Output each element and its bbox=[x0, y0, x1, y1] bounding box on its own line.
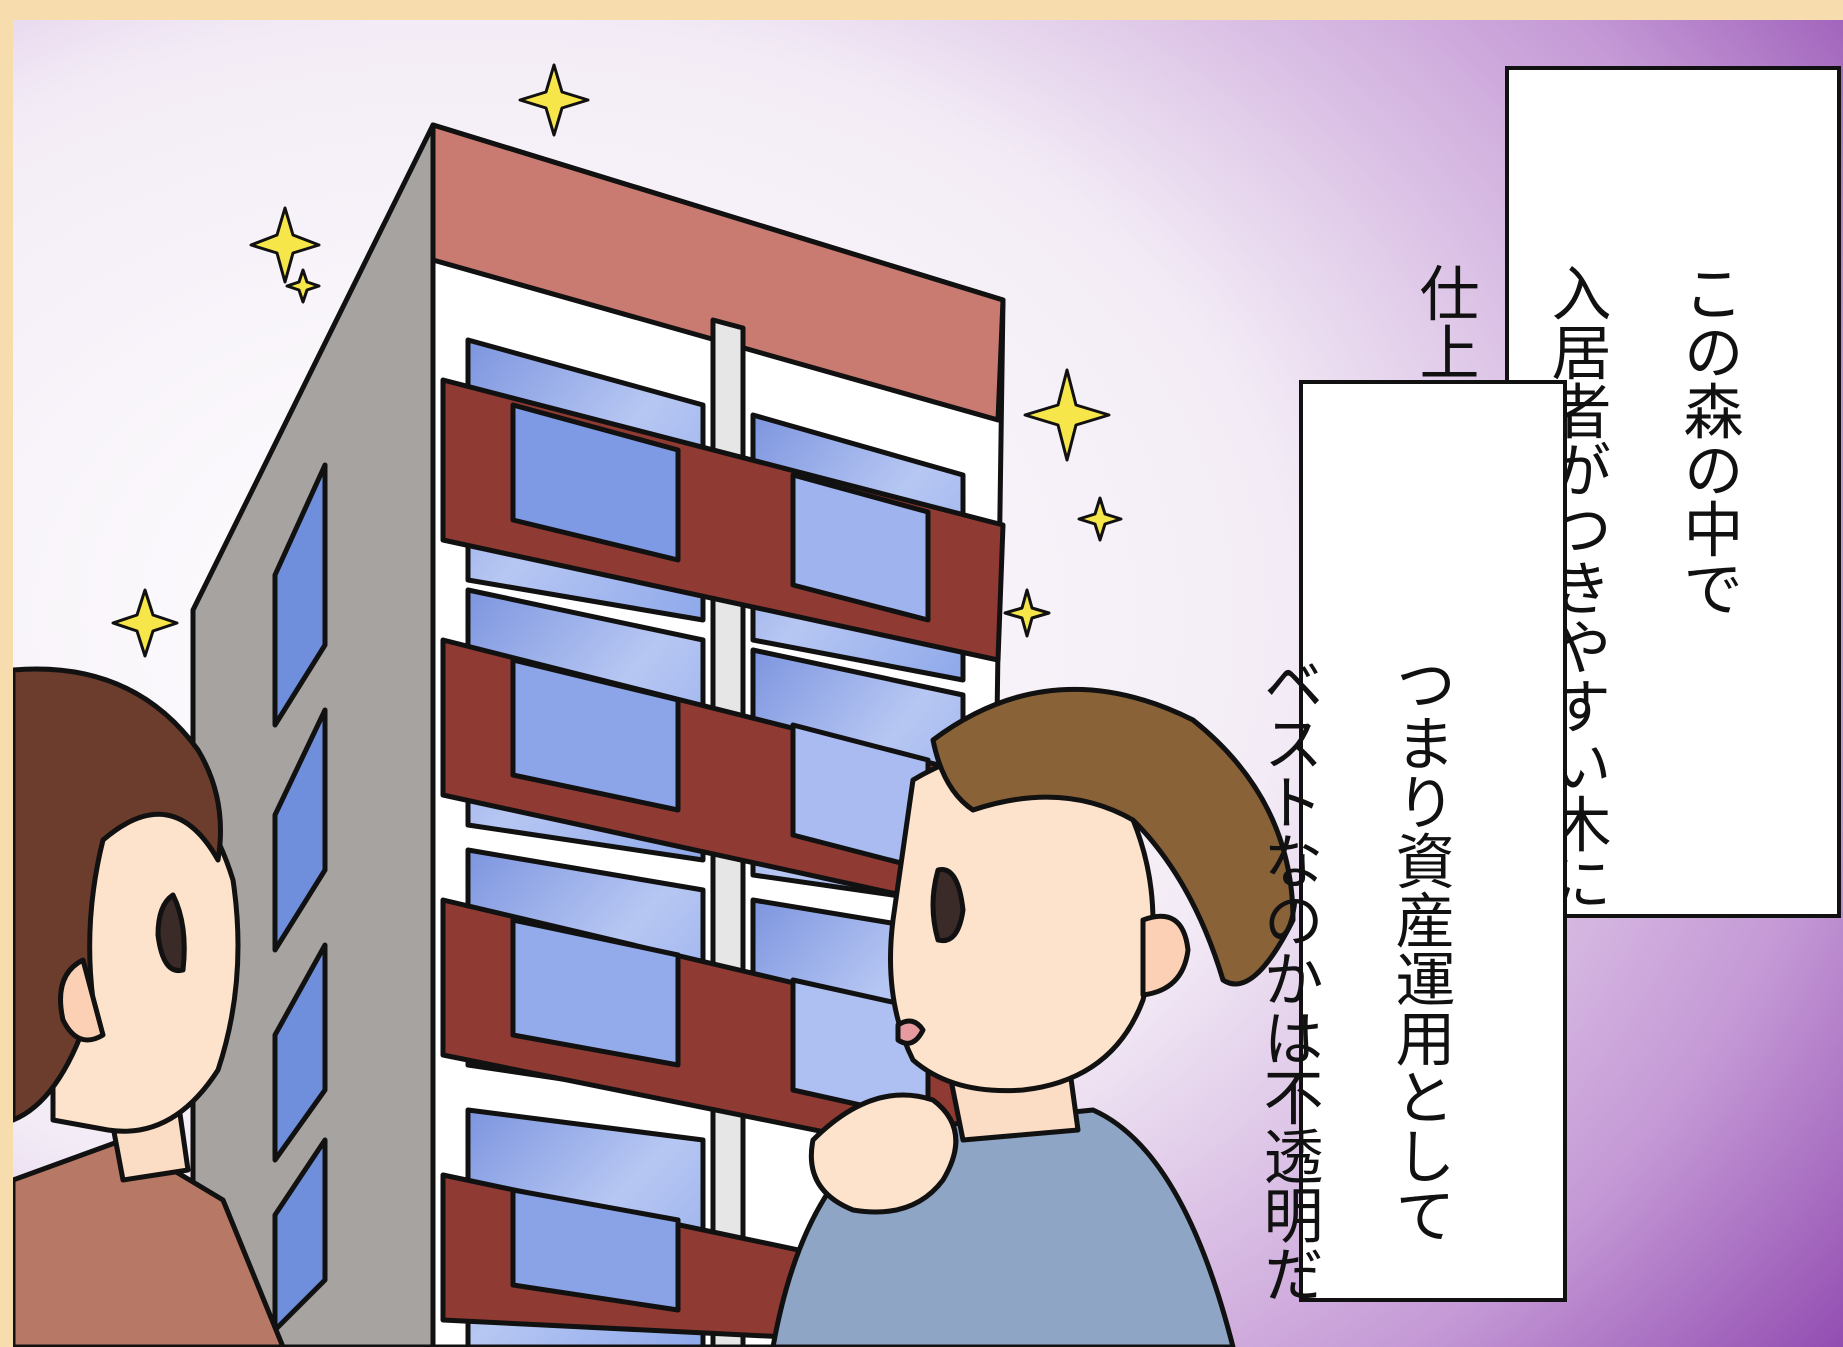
sparkle-icon bbox=[111, 63, 1123, 658]
caption-text-lower: つまり資産運用として ベストなのかは不透明だ bbox=[1189, 509, 1519, 1303]
comic-panel: この森の中で 入居者がつきやすい木に 仕上がるか つまり資産運用として ベストな… bbox=[13, 20, 1843, 1347]
caption-line: つまり資産運用として bbox=[1385, 653, 1455, 1244]
side-window bbox=[272, 707, 328, 953]
woman-eye bbox=[155, 892, 187, 974]
floor-1 bbox=[440, 337, 1006, 683]
man-character bbox=[770, 686, 1296, 1347]
man-hand bbox=[808, 1092, 959, 1215]
sparkle-icon bbox=[1077, 496, 1123, 542]
sparkle-icon bbox=[1023, 368, 1111, 462]
sparkle-icon bbox=[518, 63, 590, 137]
building-roof-band bbox=[430, 122, 1006, 423]
woman-body bbox=[13, 1137, 286, 1347]
side-window bbox=[272, 462, 328, 728]
caption-line: ベストなのかは不透明だ bbox=[1253, 653, 1323, 1303]
man-ear bbox=[1140, 913, 1191, 998]
man-mouth bbox=[895, 1018, 926, 1046]
man-eye bbox=[930, 867, 966, 944]
man-hair bbox=[930, 686, 1296, 987]
woman-ear bbox=[58, 957, 106, 1043]
sparkle-icon bbox=[1003, 588, 1051, 638]
sparkle-icon bbox=[285, 268, 321, 304]
floor-3 bbox=[440, 847, 996, 1168]
sparkle-icon bbox=[111, 588, 179, 658]
side-window bbox=[272, 1137, 328, 1333]
side-window bbox=[272, 942, 328, 1163]
caption-box-lower: つまり資産運用として ベストなのかは不透明だ bbox=[1253, 380, 1567, 1303]
sparkle-icon bbox=[249, 206, 321, 284]
woman-character bbox=[13, 666, 286, 1347]
caption-line: この森の中で bbox=[1673, 262, 1743, 617]
floor-4 bbox=[440, 1107, 991, 1347]
